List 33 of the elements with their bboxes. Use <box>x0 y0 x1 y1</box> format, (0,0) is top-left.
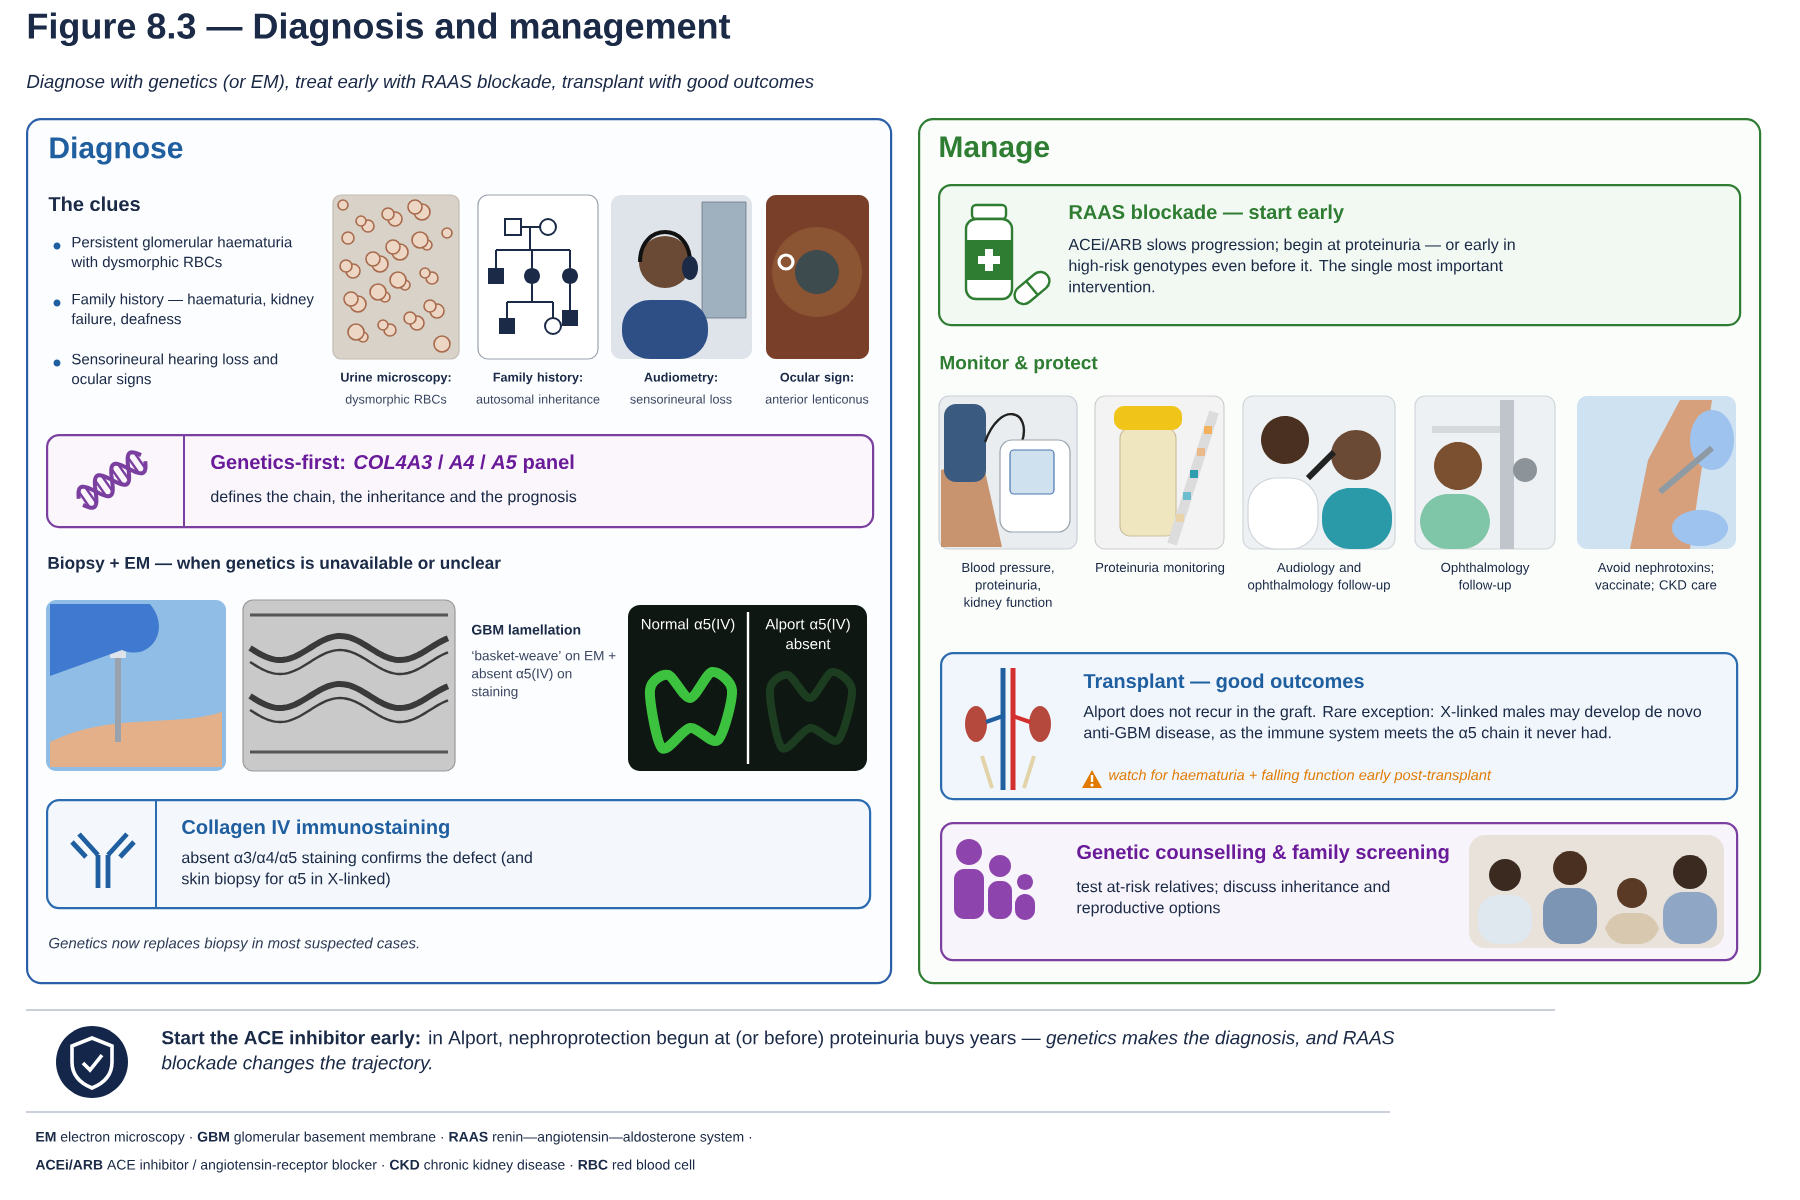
section-heading: The clues <box>48 196 140 212</box>
image-caption: Proteinuria monitoring <box>1096 562 1225 575</box>
image-caption: GBM lamellation <box>471 624 581 635</box>
image-label: Normal α5(IV) <box>641 618 735 633</box>
image-caption: dysmorphic RBCs <box>345 394 447 407</box>
image-caption: Audiology and ophthalmology follow-up <box>1248 562 1390 593</box>
image-caption: Avoid nephrotoxins; vaccinate; CKD care <box>1595 562 1717 592</box>
image-caption: anterior lenticonus <box>765 394 869 404</box>
image-caption: Family history: <box>493 372 582 385</box>
info-box: Genetics-first: COL4A3 / A4 / A5 panel defines the chain, the inheritance and the prognosis <box>46 433 875 529</box>
info-box: Collagen IV immunostaining absent α3/α4/α5 staining confirms the defect (and skin biopsy for α5 in X-linked) <box>46 798 872 910</box>
callout-text: Start the ACE inhibitor early: in Alport, nephroprotection begun at (or before) proteinuria buys years — genetics makes the diagnosis, and RAAS blockade changes the trajectory. <box>161 1030 1395 1074</box>
note: Genetics now replaces biopsy in most suspected cases. <box>49 937 419 952</box>
image-caption: sensorineural loss <box>630 394 732 404</box>
bullet-text: Family history — haematuria, kidney failure, deafness <box>71 293 314 326</box>
image-caption: Blood pressure, proteinuria, kidney function <box>962 562 1054 610</box>
section-heading: Monitor & protect <box>940 355 1098 374</box>
image-caption: Urine microscopy: <box>341 372 451 385</box>
abbreviation-list: ACEi/ARB ACE inhibitor / angiotensin-receptor blocker · CKD chronic kidney disease · RBC red blood cell <box>35 1159 695 1173</box>
image-caption: autosomal inheritance <box>476 394 600 404</box>
bullet-text: Persistent glomerular haematuria with dysmorphic RBCs <box>71 236 293 271</box>
abbreviation-list: EM electron microscopy · GBM glomerular basement membrane · RAAS renin—angiotensin—aldosterone system · <box>36 1131 752 1145</box>
subtitle: Diagnose with genetics (or EM), treat early with RAAS blockade, transplant with good outcomes <box>26 74 814 92</box>
info-box: Transplant — good outcomes Alport does not recur in the graft. Rare exception: X-linked males may develop de novo anti-GBM disease, as the immune system meets the α5 chain it never had. watch for haematuria + falling function early post-transplant <box>940 652 1739 801</box>
bullet-text: Sensorineural hearing loss and ocular signs <box>72 353 278 388</box>
image-caption: Ocular sign: <box>780 372 853 385</box>
image-label: Alport α5(IV) absent <box>765 618 850 650</box>
image-caption: ‘basket-weave’ on EM + absent α5(IV) on staining <box>471 650 616 699</box>
image-caption: Ophthalmology follow-up <box>1441 562 1530 593</box>
image-caption: Audiometry: <box>644 372 717 385</box>
figure-title: Figure 8.3 — Diagnosis and management <box>28 12 731 47</box>
section-heading: Biopsy + EM — when genetics is unavailable or unclear <box>48 556 501 573</box>
info-box: RAAS blockade — start early ACEi/ARB slows progression; begin at proteinuria — or early in high-risk genotypes even before it. The single most important intervention. <box>938 184 1742 327</box>
